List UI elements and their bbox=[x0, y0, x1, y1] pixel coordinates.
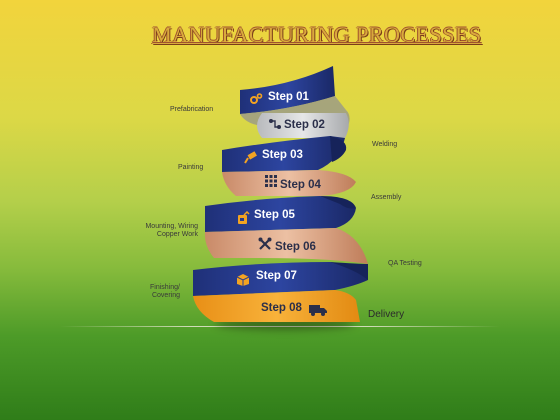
gears-icon bbox=[249, 92, 263, 106]
page-title: MANUFACTURING PROCESSES bbox=[152, 22, 482, 47]
truck-icon bbox=[308, 303, 328, 317]
grid-icon bbox=[264, 174, 278, 188]
step-07-label: Step 07 bbox=[256, 270, 297, 282]
fuel-can-icon bbox=[236, 210, 250, 225]
paint-roller-icon bbox=[243, 151, 257, 165]
label-painting: Painting bbox=[178, 164, 204, 171]
label-finishing: Finishing/ Covering bbox=[150, 284, 180, 299]
band-step-01 bbox=[240, 66, 335, 114]
connector-icon bbox=[268, 117, 282, 131]
band-step-03 bbox=[222, 136, 345, 172]
band-step-06 bbox=[204, 228, 368, 264]
label-mounting: Mounting, Wiring Copper Work bbox=[145, 223, 198, 238]
step-05-label: Step 05 bbox=[254, 209, 295, 221]
step-03-label: Step 03 bbox=[262, 149, 303, 161]
band-step-04 bbox=[222, 170, 356, 196]
band-step-07 bbox=[193, 262, 368, 296]
band-step-08 bbox=[193, 290, 360, 322]
step-04-label: Step 04 bbox=[280, 179, 321, 191]
label-welding: Welding bbox=[372, 141, 398, 148]
label-qa-testing: QA Testing bbox=[388, 260, 422, 267]
label-prefabrication: Prefabrication bbox=[170, 106, 214, 113]
step-02-label: Step 02 bbox=[284, 119, 325, 131]
box-icon bbox=[236, 273, 250, 287]
tools-icon bbox=[258, 237, 272, 251]
step-06-label: Step 06 bbox=[275, 241, 316, 253]
ground-line bbox=[60, 326, 500, 327]
label-delivery: Delivery bbox=[368, 309, 405, 320]
step-01-label: Step 01 bbox=[268, 91, 309, 103]
label-assembly: Assembly bbox=[371, 194, 402, 201]
step-08-label: Step 08 bbox=[261, 302, 302, 314]
